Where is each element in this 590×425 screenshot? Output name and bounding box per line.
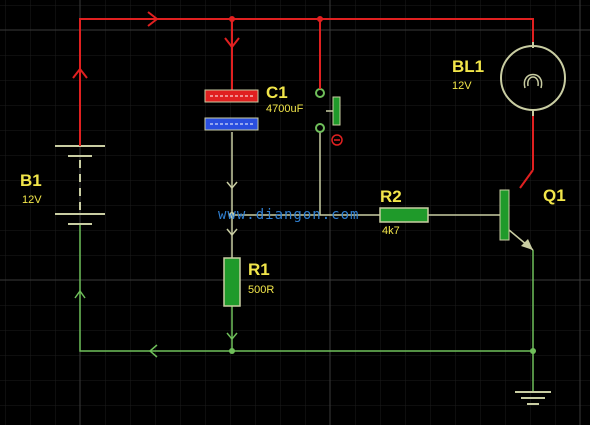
arrow-down (224, 37, 240, 49)
transistor-ref-label: Q1 (543, 186, 566, 205)
arrow-up (72, 67, 88, 79)
lamp-value-label: 12V (452, 80, 472, 92)
junctions-return (229, 348, 536, 354)
battery-ref-label: B1 (20, 171, 42, 190)
junctions-live (229, 16, 323, 22)
watermark-text: www.diangon.com (218, 207, 359, 223)
junction-idle (229, 212, 235, 218)
capacitor-c1[interactable] (204, 89, 259, 131)
resistor-r2[interactable] (379, 207, 429, 223)
current-arrows-idle (226, 181, 238, 237)
pushbutton-switch-icon[interactable] (315, 75, 343, 146)
resistor-r1[interactable] (223, 257, 241, 307)
resistor2-value-label: 4k7 (382, 225, 400, 237)
resistor1-value-label: 500R (248, 284, 274, 296)
wires-idle (231, 132, 500, 258)
wires-live (79, 18, 534, 189)
ground-icon (515, 391, 551, 405)
wires-return (79, 225, 534, 392)
capacitor-ref-label: C1 (266, 83, 288, 102)
battery-b1[interactable] (55, 135, 105, 225)
transistor-q1[interactable] (499, 189, 534, 251)
resistor1-ref-label: R1 (248, 260, 270, 279)
resistor2-ref-label: R2 (380, 187, 402, 206)
current-arrows-live (72, 11, 240, 79)
lamp-bl1[interactable] (500, 42, 566, 116)
lamp-ref-label: BL1 (452, 57, 484, 76)
arrow-right (147, 11, 159, 27)
capacitor-value-label: 4700uF (266, 103, 304, 115)
battery-value-label: 12V (22, 194, 42, 206)
current-arrows-return (74, 289, 238, 358)
